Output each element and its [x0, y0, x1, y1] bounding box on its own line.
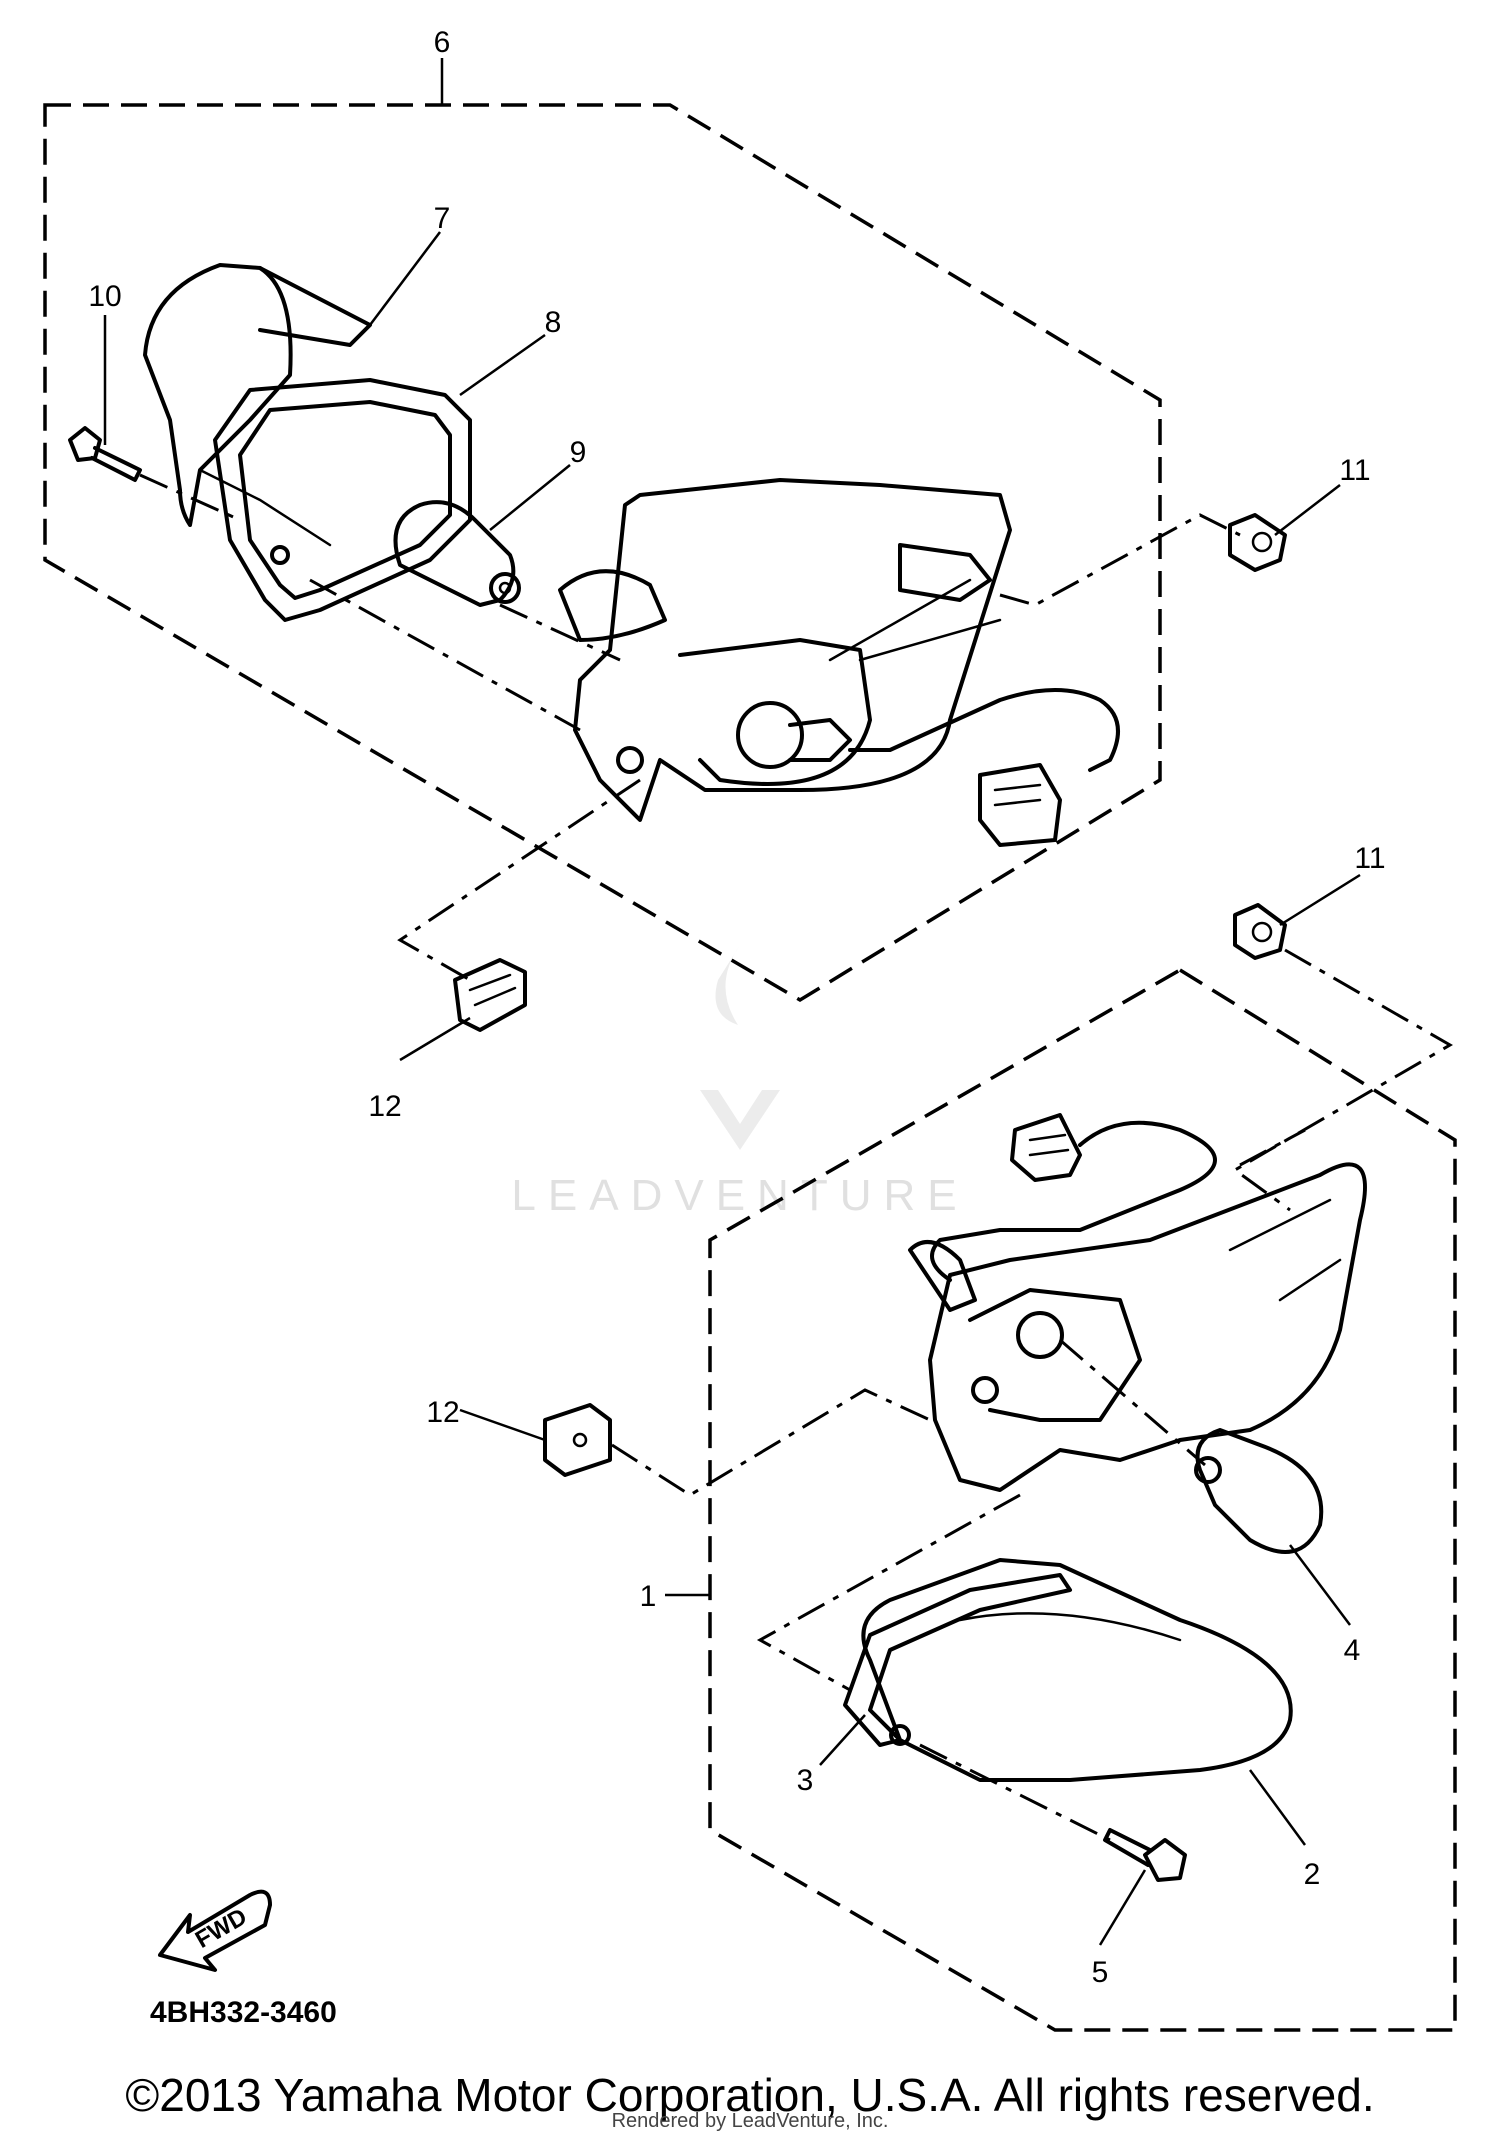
upper-housing: [558, 478, 1012, 822]
bulb-9: [393, 500, 521, 607]
callout-leader-12a: [399, 1016, 471, 1062]
nut-11-upper: [1228, 513, 1287, 572]
callout-5: 5: [1092, 1956, 1109, 1989]
callout-leader-9: [489, 464, 571, 531]
callout-3: 3: [797, 1764, 814, 1797]
copyright-text: ©2013 Yamaha Motor Corporation, U.S.A. A…: [125, 2069, 1375, 2121]
callout-leader-8: [459, 333, 546, 397]
leadventure-watermark: LEADVENTURE: [511, 945, 968, 1220]
callout-leader-2: [1248, 1769, 1307, 1846]
lower-housing: [908, 1162, 1367, 1492]
lead-line-11b: [1232, 948, 1453, 1212]
callout-12-lower: 12: [426, 1396, 459, 1429]
diagram-code: 4BH332-3460: [150, 1996, 337, 2029]
lead-line-4: [1059, 1338, 1206, 1467]
callout-11-upper: 11: [1339, 454, 1370, 487]
gasket-3: [843, 1573, 1072, 1747]
lead-line-8: [309, 578, 581, 732]
screw-5: [1103, 1828, 1187, 1882]
lead-line-9: [499, 603, 621, 662]
callout-12-upper: 12: [368, 1090, 401, 1123]
lead-line-5: [919, 1743, 1111, 1842]
assembly-1-boundary: [708, 967, 1457, 2032]
callout-leader-11b: [1279, 873, 1361, 927]
assembly-6-boundary: [43, 103, 1162, 1003]
lead-line-2: [1239, 1128, 1306, 1167]
clip-12-lower: [543, 1403, 612, 1477]
callout-2: 2: [1304, 1858, 1321, 1891]
gasket-8: [213, 378, 472, 622]
lower-wire-connector: [930, 1113, 1217, 1282]
callout-leader-5: [1098, 1869, 1147, 1946]
callout-4: 4: [1344, 1634, 1361, 1667]
callout-8: 8: [545, 306, 562, 339]
upper-wire-connector: [848, 688, 1120, 847]
watermark-text: LEADVENTURE: [511, 1171, 968, 1220]
lead-line-10: [139, 473, 241, 522]
fwd-arrow-icon: FWD: [158, 1889, 272, 1972]
callout-leader-4: [1289, 1544, 1351, 1626]
callout-9: 9: [570, 436, 587, 469]
bulb-4: [1194, 1428, 1324, 1554]
screw-10: [68, 426, 142, 482]
callout-leader-3: [819, 1714, 866, 1766]
clip-12-upper: [453, 958, 527, 1032]
lead-line-3: [756, 1493, 1021, 1692]
nut-11-lower: [1233, 903, 1287, 960]
callout-7: 7: [434, 202, 451, 235]
callout-leader-11a: [1274, 484, 1341, 536]
callout-6: 6: [434, 26, 451, 59]
callout-1: 1: [640, 1580, 657, 1613]
callout-leader-7: [369, 231, 441, 326]
lead-line-11a: [999, 513, 1241, 607]
lead-line-12a: [397, 778, 641, 982]
callout-10: 10: [88, 280, 121, 313]
callout-leader-12b: [459, 1408, 546, 1442]
lead-line-12b: [611, 1388, 931, 1497]
callout-11-lower: 11: [1354, 842, 1385, 875]
rendered-by-text: Rendered by LeadVenture, Inc.: [611, 2110, 889, 2132]
lens-2: [861, 1558, 1293, 1782]
